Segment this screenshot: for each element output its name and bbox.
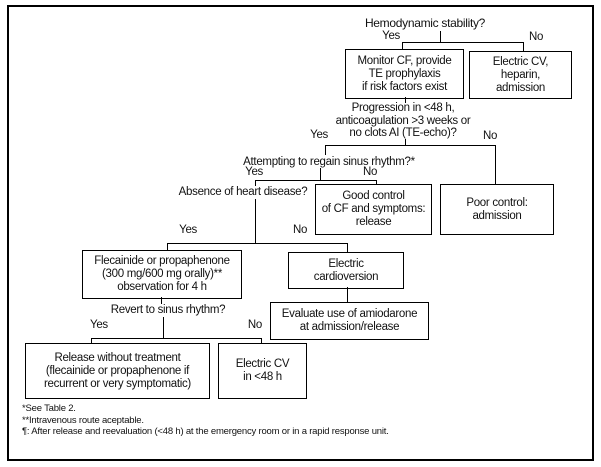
figure-border	[7, 5, 594, 461]
node-text-line: release	[355, 216, 392, 228]
question-progression: Progression in <48 h, anticoagulation >3…	[311, 102, 495, 140]
connector-line	[91, 338, 262, 339]
branch-label-no: No	[247, 319, 262, 331]
connector-line	[376, 180, 377, 184]
node-text-line: recurrent or very symptomatic)	[44, 377, 191, 390]
node-text-line: Electric CV	[235, 358, 290, 370]
node-text-line: Release without treatment	[54, 351, 181, 364]
footnote: ¶: After release and reevaluation (<48 h…	[22, 426, 389, 437]
node-text-line: (300 mg/600 mg orally)**	[102, 268, 222, 280]
node-release-without-treatment: Release without treatment (flecainide or…	[25, 343, 210, 399]
connector-line	[495, 145, 496, 184]
connector-line	[347, 243, 348, 252]
footnotes: *See Table 2. **Intravenous route acepta…	[22, 403, 389, 438]
node-text-line: Flecainide or propaphenone	[94, 255, 230, 267]
node-text-line: in <48 h	[243, 371, 282, 383]
footnote: **Intravenous route aceptable.	[22, 414, 144, 426]
node-flecainide-propaphenone: Flecainide or propaphenone (300 mg/600 m…	[82, 250, 242, 299]
connector-line	[167, 243, 347, 244]
connector-line	[163, 317, 164, 338]
node-electric-cv-heparin: Electric CV, heparin, admission	[469, 51, 572, 99]
branch-label-yes: Yes	[382, 30, 400, 42]
branch-label-yes: Yes	[90, 319, 108, 331]
branch-label-no: No	[529, 31, 544, 43]
branch-label-no: No	[483, 130, 498, 142]
question-text-line: anticoagulation >3 weeks or	[335, 114, 471, 127]
node-good-control-release: Good control of CF and symptoms: release	[315, 184, 432, 235]
node-text-line: Monitor CF, provide	[357, 54, 452, 67]
node-text-line: Poor control:	[466, 196, 528, 209]
connector-line	[161, 297, 162, 304]
node-evaluate-amiodarone: Evaluate use of amiodarone at admission/…	[270, 302, 429, 340]
question-text-line: no clots AI (TE-echo)?	[349, 127, 457, 139]
node-monitor-cf: Monitor CF, provide TE prophylaxis if ri…	[345, 49, 464, 99]
connector-line	[402, 42, 403, 49]
node-text-line: (flecainide or propaphenone if	[45, 364, 190, 377]
connector-line	[325, 145, 495, 146]
node-text-line: observation for 4 h	[117, 281, 207, 293]
connector-line	[167, 243, 168, 250]
footnote: *See Table 2.	[22, 403, 76, 414]
node-text-line: Evaluate use of amiodarone	[281, 308, 418, 320]
connector-line	[405, 97, 406, 103]
node-text-line: Electric	[328, 257, 364, 270]
connector-line	[261, 338, 262, 343]
connector-line	[255, 180, 256, 186]
node-text-line: if risk factors exist	[361, 80, 448, 93]
connector-line	[325, 145, 326, 155]
node-electric-cardioversion: Electric cardioversion	[288, 252, 404, 289]
connector-line	[255, 180, 376, 181]
node-text-line: heparin,	[500, 68, 541, 81]
connector-line	[255, 199, 256, 243]
connector-line	[91, 338, 92, 343]
node-text-line: Electric CV,	[492, 55, 549, 68]
node-text-line: Good control	[342, 190, 405, 202]
question-attempting-sinus-rhythm: Attempting to regain sinus rhythm?*	[243, 156, 415, 168]
branch-label-yes: Yes	[245, 166, 263, 178]
node-text-line: at admission/release	[299, 321, 400, 333]
node-electric-cv-48h: Electric CV in <48 h	[218, 343, 307, 399]
connector-line	[523, 42, 524, 51]
connector-line	[347, 287, 348, 302]
question-hemodynamic-stability: Hemodynamic stability?	[364, 16, 486, 30]
node-text-line: cardioversion	[313, 270, 379, 283]
question-revert-sinus-rhythm: Revert to sinus rhythm?	[110, 304, 226, 316]
connector-line	[405, 139, 406, 145]
node-text-line: TE prophylaxis	[368, 67, 441, 80]
question-text-line: Progression in <48 h,	[351, 102, 455, 114]
branch-label-no: No	[293, 224, 308, 236]
branch-label-no: No	[363, 166, 378, 178]
node-poor-control-admission: Poor control: admission	[440, 184, 554, 235]
connector-line	[402, 42, 524, 43]
question-absence-heart-disease: Absence of heart disease?	[178, 186, 308, 198]
branch-label-yes: Yes	[179, 224, 197, 236]
node-text-line: admission	[495, 81, 546, 94]
connector-line	[440, 31, 441, 42]
branch-label-yes: Yes	[310, 129, 328, 141]
node-text-line: admission	[472, 209, 522, 222]
connector-line	[320, 168, 321, 180]
node-text-line: of CF and symptoms:	[321, 203, 426, 215]
